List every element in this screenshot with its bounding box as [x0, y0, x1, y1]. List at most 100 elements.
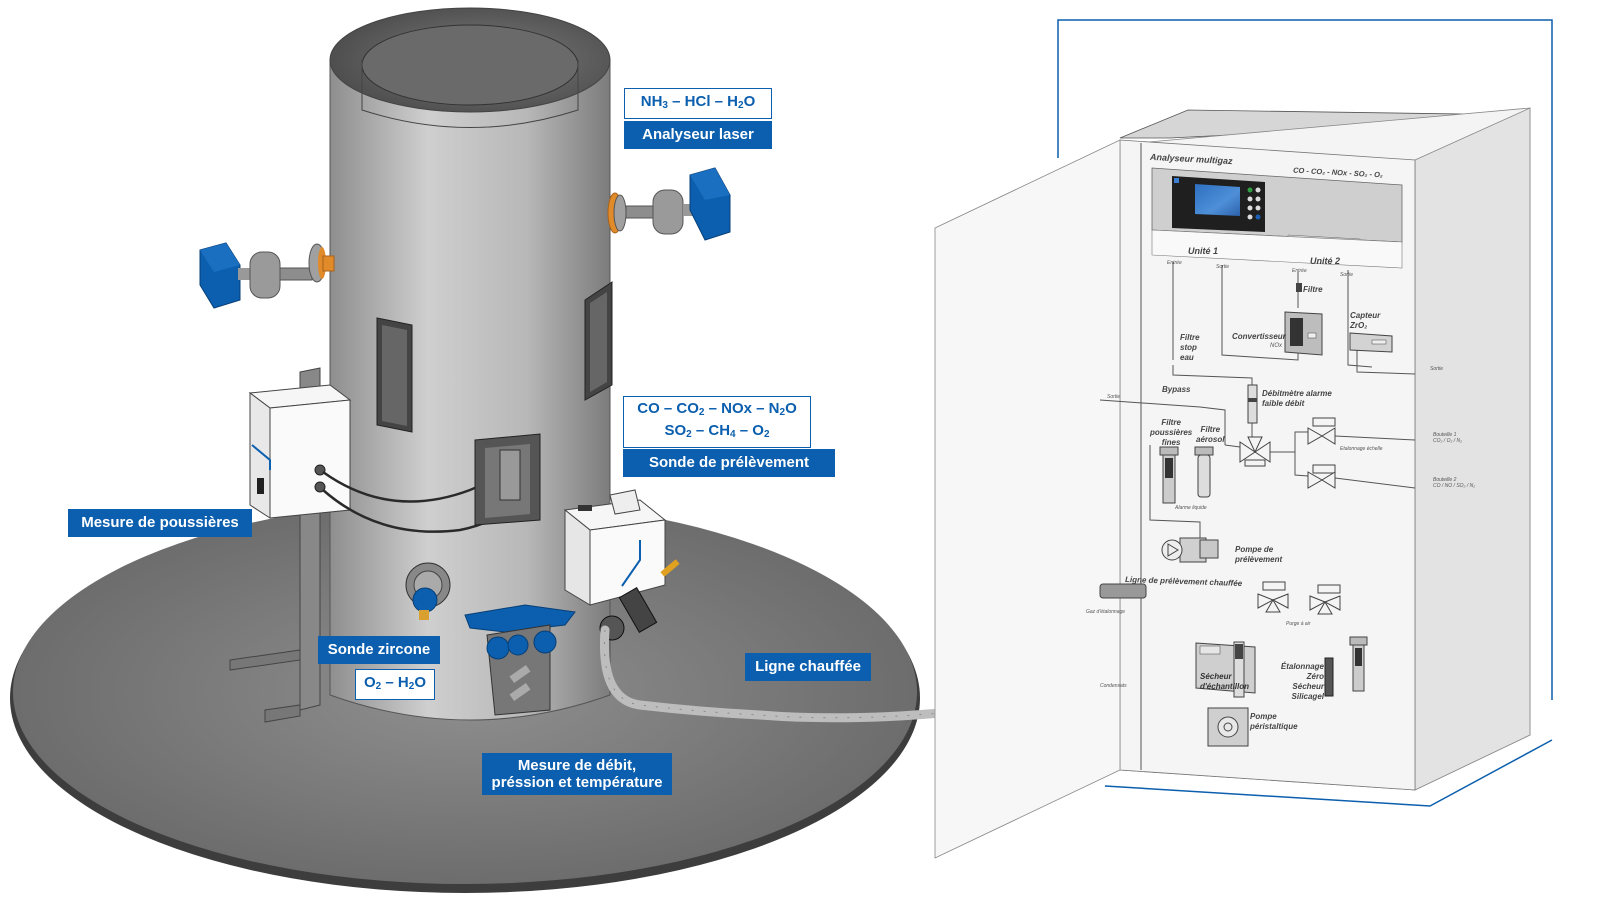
purge-valve — [1257, 581, 1289, 613]
gas-text: – CH — [691, 422, 731, 439]
label-line: faible débit — [1262, 399, 1305, 408]
calibration-gas-label: Gaz d'étalonnage — [1086, 609, 1126, 615]
flow-measurement-device — [464, 604, 576, 716]
unit1-sortie: Sortie — [1216, 264, 1230, 270]
liquid-alarm-label: Alarme liquide — [1175, 505, 1207, 511]
sensor-outlet-label: Sortie — [1430, 366, 1444, 372]
peristaltic-pump-label: Pompe péristaltique — [1250, 712, 1298, 732]
gas-text: SO — [664, 422, 687, 439]
sample-dryer-label: Sécheur d'échantillon — [1200, 672, 1249, 692]
gas-subscript: 4 — [730, 429, 736, 440]
gas-subscript: 2 — [738, 100, 744, 111]
sampling-pump — [1161, 537, 1219, 563]
dust-measurement-label: Mesure de poussières — [68, 509, 252, 537]
gas-text: O — [364, 674, 376, 691]
stack — [329, 7, 611, 721]
converter-label: Convertisseur — [1232, 332, 1286, 341]
gas-subscript: 2 — [686, 429, 692, 440]
calibration-valve — [1309, 584, 1341, 615]
label-line: Filtre — [1200, 425, 1221, 434]
gas-subscript: 2 — [408, 681, 415, 692]
aerosol-filter — [1194, 446, 1214, 498]
label-line: poussières — [1150, 428, 1193, 437]
bypass-outlet-label: Sortie — [1107, 394, 1121, 400]
label-line: eau — [1180, 353, 1194, 362]
label-line: Sécheur — [1292, 682, 1324, 691]
label-line: Zéro — [1306, 672, 1324, 681]
solenoid-valve — [1307, 417, 1336, 445]
sampling-probe-label: Sonde de prélèvement — [623, 449, 835, 477]
label-line: Étalonnage — [1280, 662, 1324, 671]
laser-analyzer-label: Analyseur laser — [624, 121, 772, 149]
label-line: péristaltique — [1250, 722, 1298, 731]
label-line: Débitmètre alarme — [1262, 389, 1332, 398]
zro2-sensor-label: Capteur ZrO₂ — [1350, 311, 1380, 331]
label-line: aérosol — [1196, 435, 1225, 444]
gas-subscript: 2 — [763, 429, 770, 440]
label-line: CO₂ / O₂ / N₂ — [1433, 438, 1463, 444]
gas-text: NH — [640, 93, 663, 110]
cabinet-outline — [1057, 19, 1553, 807]
label-line: Pompe de — [1235, 545, 1274, 554]
gas-text: O — [785, 400, 797, 417]
label-line: Bouteille 2 — [1433, 477, 1457, 483]
nox-converter — [1284, 283, 1323, 356]
dust-measurement-device — [229, 367, 517, 723]
flow-measurement-label: Mesure de débit, préssion et température — [482, 753, 672, 795]
multigas-analyzer — [1151, 167, 1403, 269]
water-stop-filter-label: Filtre stop eau — [1180, 333, 1200, 363]
solenoid-valve — [1307, 464, 1336, 489]
gas-text: – H — [381, 674, 409, 691]
probe-gases-label: CO – CO2 – NOx – N2O SO2 – CH4 – O2 — [623, 396, 811, 448]
heated-line-label: Ligne chauffée — [745, 653, 871, 681]
label-line: Filtre — [1180, 333, 1200, 342]
label-line: prélèvement — [1235, 555, 1283, 564]
gas-subscript: 2 — [698, 407, 705, 418]
probe-gases-line2: SO2 – CH4 – O2 — [632, 422, 802, 444]
sample-dryer — [1195, 641, 1256, 698]
flowmeter — [1247, 384, 1258, 424]
flow-label-line1: Mesure de débit, — [517, 757, 637, 774]
gas-text: O — [743, 93, 756, 110]
label-line: Pompe — [1250, 712, 1277, 721]
cabinet-piping: points="1213,536 1213,522 1360,540 1360,… — [1099, 143, 1416, 770]
gas-subscript: 2 — [375, 681, 382, 692]
label-line: CO / NO / SO₂ / N₂ — [1433, 483, 1476, 489]
gas-subscript: 2 — [779, 407, 786, 418]
gas-text: O — [414, 674, 426, 691]
label-line: d'échantillon — [1200, 682, 1250, 691]
unit2-sortie: Sortie — [1340, 272, 1354, 278]
gas-text: CO – CO — [637, 400, 699, 417]
zirconia-probe-device — [405, 562, 451, 620]
zro2-label-line2: ZrO₂ — [1350, 321, 1368, 330]
filter-label: Filtre — [1303, 285, 1323, 294]
zero-calibration-label: Étalonnage Zéro Sécheur Silicagel — [1272, 662, 1324, 702]
label-line: stop — [1180, 343, 1197, 352]
air-purge-label: Purge à air — [1286, 621, 1311, 627]
aerosol-filter-label: Filtre aérosol — [1196, 425, 1224, 445]
label-line: Silicagel — [1291, 692, 1324, 701]
unit2-entree: Entrée — [1292, 268, 1307, 274]
laser-analyzer-right — [607, 167, 731, 241]
laser-gases-label: NH3 – HCl – H2O — [624, 88, 772, 119]
label-line: Sécheur — [1200, 672, 1232, 681]
unit2-label: Unité 2 — [1310, 256, 1341, 266]
label-line: Bouteille 1 — [1433, 432, 1457, 438]
silica-gel-dryer — [1324, 657, 1334, 697]
unit1-entree: Entrée — [1167, 260, 1182, 266]
bottle2-label: Bouteille 2 CO / NO / SO₂ / N₂ — [1433, 477, 1475, 489]
sampling-pump-label: Pompe de prélèvement — [1235, 545, 1282, 565]
gas-text: – O — [735, 422, 764, 439]
label-line: Filtre — [1161, 418, 1181, 427]
bypass-label: Bypass — [1162, 385, 1191, 394]
unit1-label: Unité 1 — [1188, 246, 1219, 256]
label-line: fines — [1161, 438, 1181, 447]
zro2-label-line1: Capteur — [1350, 311, 1381, 320]
probe-gases-line1: CO – CO2 – NOx – N2O — [632, 400, 802, 422]
dust-optical-head — [474, 433, 541, 526]
bottle1-label: Bouteille 1 CO₂ / O₂ / N₂ — [1433, 432, 1462, 444]
zirconia-probe-label: Sonde zircone — [318, 636, 440, 664]
three-way-valve — [1239, 436, 1271, 467]
stack-access-port — [584, 281, 613, 401]
